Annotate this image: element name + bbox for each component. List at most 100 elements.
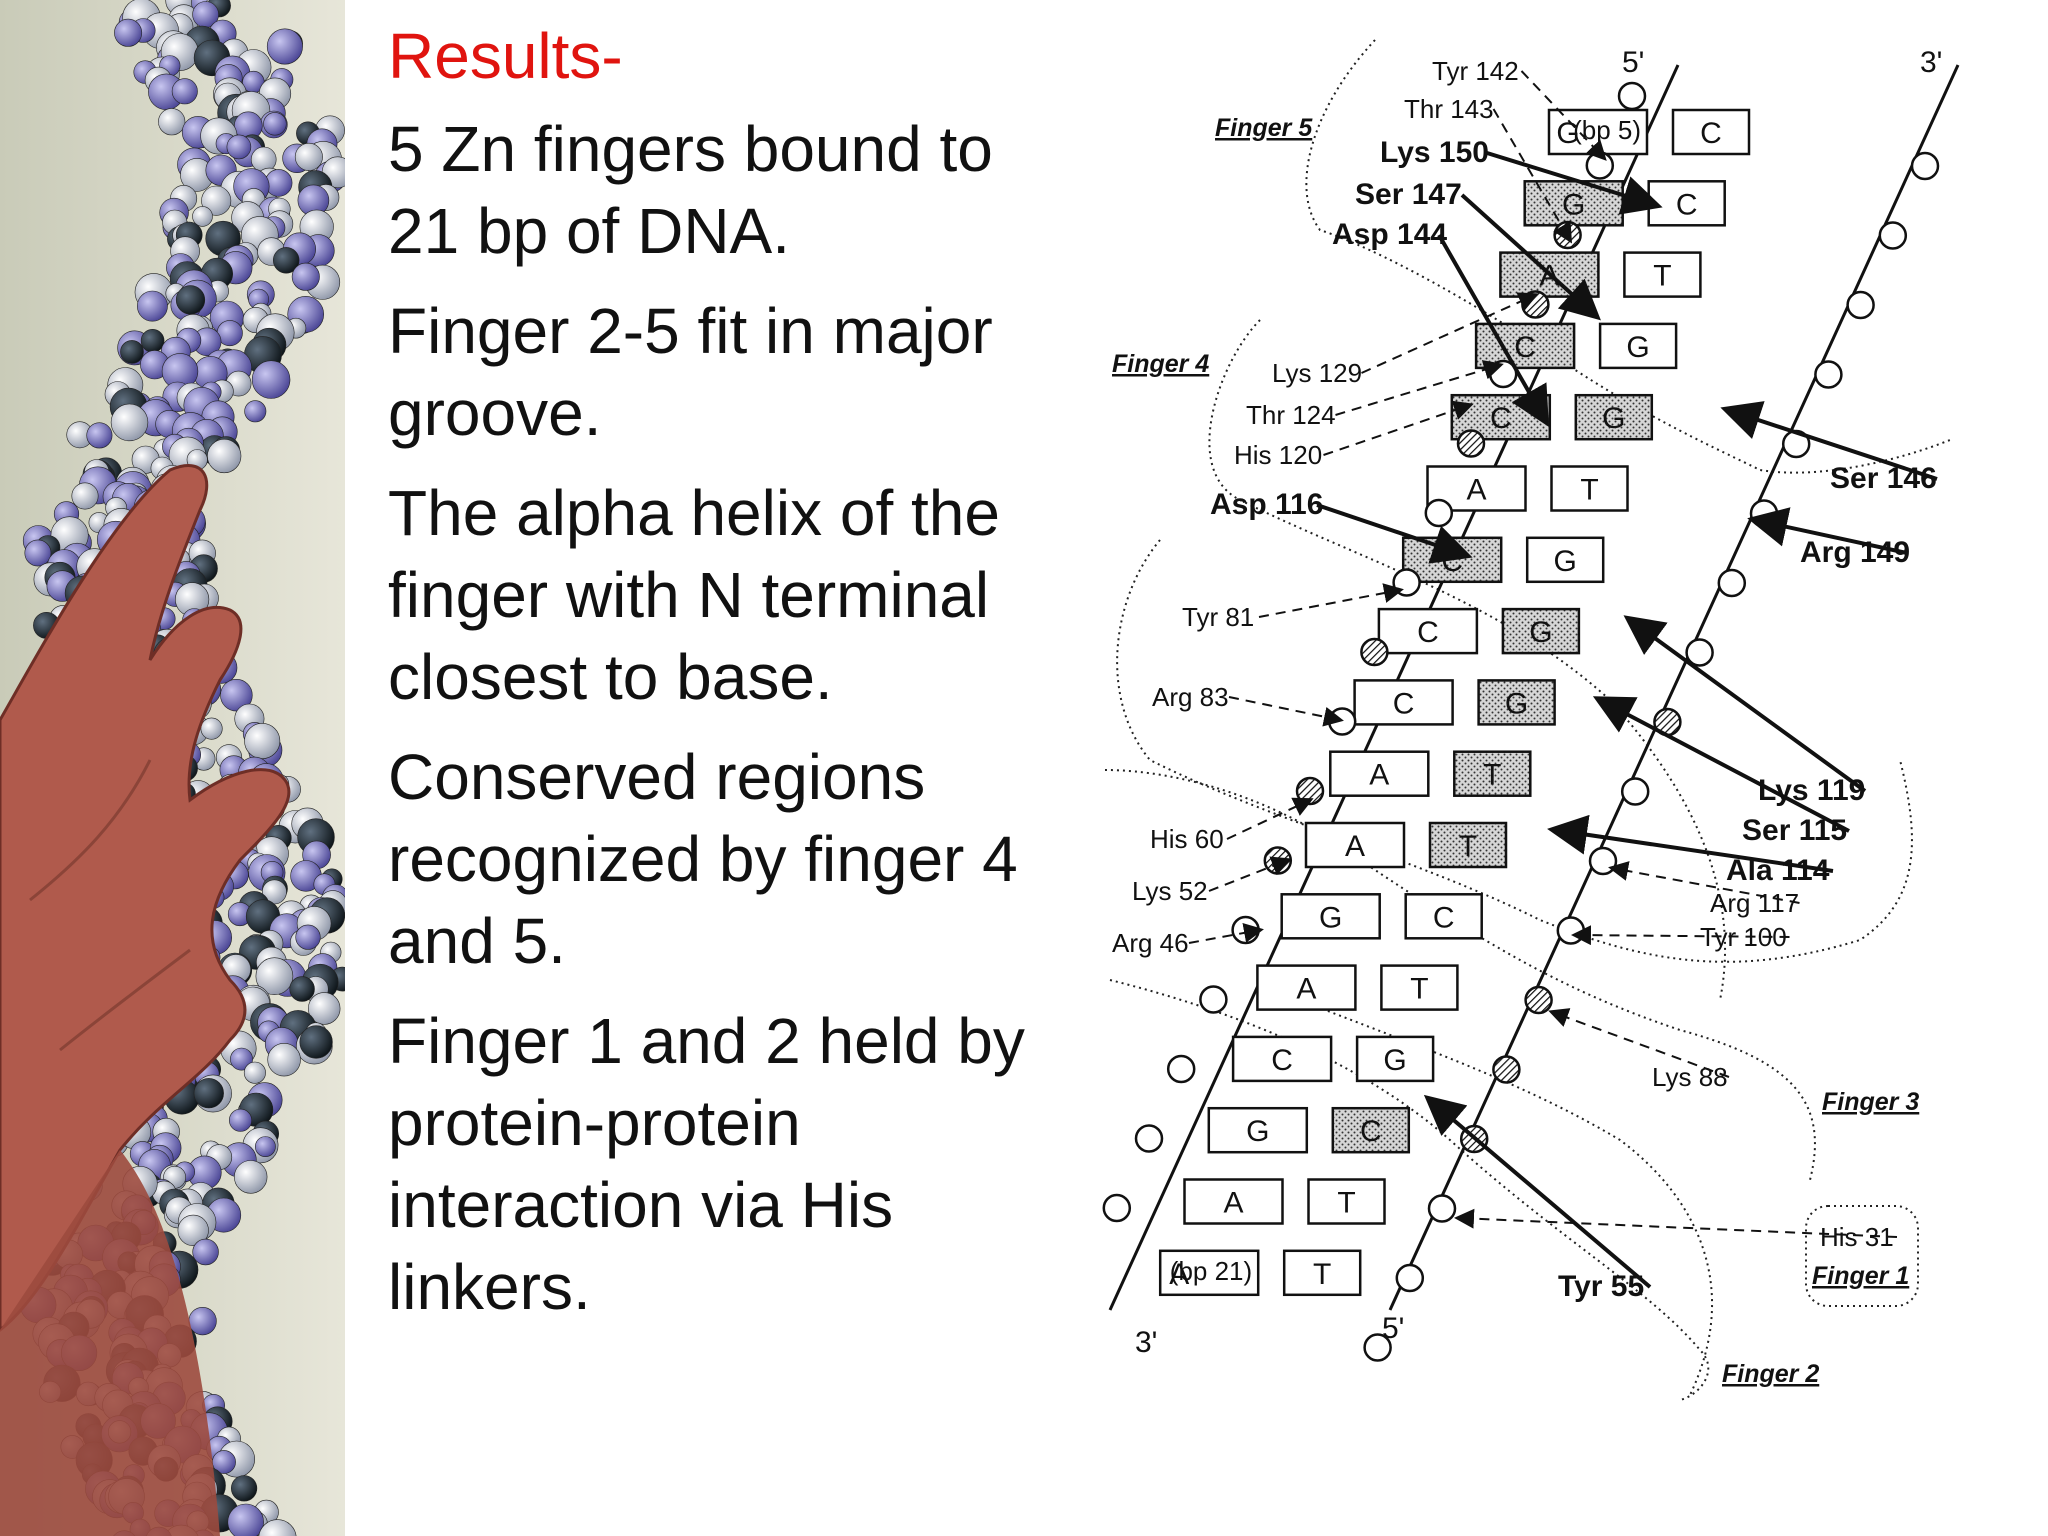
phosphate-circle [1327,707,1357,736]
strand-end-3prime-top: 3' [1920,46,1942,79]
base-box [1453,750,1532,797]
base-box [1671,108,1751,156]
residue-label-his120: His 120 [1234,440,1322,470]
contact-arrow [1547,814,1834,873]
base-box [1231,1035,1333,1083]
base-letter: T [1410,973,1428,1006]
base-box [1183,1178,1284,1225]
results-text-panel: Results- 5 Zn fingers bound to 21 bp of … [388,18,1068,1346]
contact-arrow [1548,1008,1730,1078]
contact-arrow [1437,234,1549,427]
strand-end-5prime-top: 5' [1622,46,1644,79]
base-letter: C [1393,687,1415,720]
phosphate-circle [1427,1194,1457,1223]
phosphate-circle [1910,151,1940,181]
phosphate-circle [1553,220,1582,250]
base-letter: A [1369,759,1389,792]
bullet-point: Finger 1 and 2 held by protein-protein i… [388,1005,1025,1323]
finger-2-label: Finger 2 [1722,1360,1819,1388]
contact-arrow [1188,923,1264,944]
base-letter: A [1169,1258,1189,1291]
base-letter: G [1602,402,1625,435]
phosphate-circle [1620,777,1650,806]
base-box [1377,607,1479,655]
finger-5-label: Finger 5 [1215,114,1313,142]
finger-1-label: Finger 1 [1812,1262,1909,1290]
contact-arrow [1623,615,1867,793]
phosphate-circle [1846,290,1875,320]
contact-arrow [1592,696,1850,833]
base-letter: A [1296,973,1316,1006]
residue-label-ser147: Ser 147 [1355,178,1462,211]
contact-arrow [1361,292,1539,374]
base-box [1550,465,1629,512]
base-letter: G [1529,616,1552,649]
residue-label-lys88: Lys 88 [1652,1062,1728,1092]
residue-label-ser115: Ser 115 [1742,814,1847,847]
phosphate-circle [1134,1124,1164,1153]
base-letter: G [1562,188,1585,221]
phosphate-circle [1199,985,1228,1014]
residue-label-arg149: Arg 149 [1800,536,1910,569]
residue-label-lys150: Lys 150 [1380,136,1489,169]
contact-arrow [1571,925,1790,946]
residue-label-ala114: Ala 114 [1726,854,1830,887]
residue-label-asp116: Asp 116 [1210,488,1323,521]
phosphate-circle [1363,1333,1392,1362]
residue-label-tyr55: Tyr 55 [1558,1270,1644,1303]
base-box [1355,1035,1435,1083]
phosphate-circle [1814,360,1843,389]
bp-number-note: (bp 5) [1573,115,1641,145]
phosphate-circle [1392,568,1421,597]
phosphate-circle [1231,915,1260,945]
residue-label-arg46: Arg 46 [1112,928,1189,958]
contact-arrow [1486,151,1663,215]
phosphate-circle [1166,1054,1196,1084]
base-box [1256,964,1357,1011]
base-letter: G [1319,901,1342,934]
residue-label-his60: His 60 [1150,824,1224,854]
dna-model-hand-illustration [0,0,345,1536]
base-letter: T [1313,1258,1331,1291]
phosphate-circle [1556,916,1586,945]
contact-arrow [1323,400,1474,456]
residue-label-asp144: Asp 144 [1332,218,1447,251]
contact-arrow [1258,583,1404,618]
phosphate-circle [1492,1055,1521,1084]
base-letter: C [1417,616,1439,649]
residue-label-ser146: Ser 146 [1830,462,1937,495]
base-letter: T [1580,474,1598,507]
base-box [1380,964,1459,1011]
bullet-point: 5 Zn fingers bound to 21 bp of DNA. [388,113,993,267]
base-box [1501,607,1581,655]
residue-label-lys52: Lys 52 [1132,876,1208,906]
contact-arrow [1747,507,1908,555]
base-box [1329,750,1430,797]
bullet-point: Finger 2-5 fit in major groove. [388,295,993,449]
base-box [1304,821,1406,869]
finger-1-outline [1805,1205,1919,1307]
slide-title: Results- [388,20,623,92]
base-letter: C [1271,1044,1293,1077]
contact-arrow [1208,856,1292,892]
hand [0,464,291,1332]
residue-label-tyr100: Tyr 100 [1700,922,1787,952]
phosphate-circle [1685,638,1714,667]
base-box [1477,679,1556,726]
contact-arrow [1454,1208,1898,1238]
finger-2-outline [1109,979,1710,1401]
base-box [1307,1178,1386,1225]
base-letter: G [1626,331,1649,364]
residue-label-his31: His 31 [1820,1222,1894,1252]
phosphate-circle [1617,81,1647,111]
phosphate-circle [1588,846,1618,876]
base-letter: G [1383,1044,1406,1077]
finger-3-lower-outline [1104,769,1816,1181]
base-box [1207,1106,1309,1154]
base-letter: C [1700,117,1722,150]
base-box [1282,1249,1362,1297]
phosphate-circle [1360,637,1389,667]
base-box [1404,893,1483,940]
base-letter: A [1466,474,1486,507]
base-letter: T [1483,759,1501,792]
